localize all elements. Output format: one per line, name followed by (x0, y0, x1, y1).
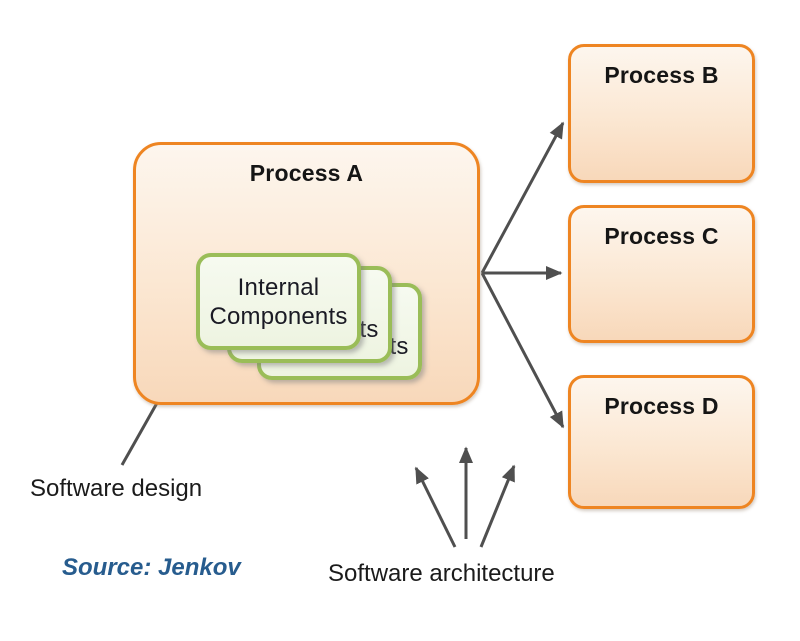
node-process-c: Process C (568, 205, 755, 343)
node-process-d: Process D (568, 375, 755, 509)
source-credit: Source: Jenkov (62, 554, 241, 581)
process-a-label: Process A (249, 160, 364, 186)
arrow-a-to-b (480, 121, 565, 274)
node-process-b: Process B (568, 44, 755, 183)
arrow-a-to-d (480, 272, 565, 429)
internal-component-label: Internal Components (209, 273, 348, 330)
process-b-label: Process B (604, 62, 719, 88)
process-d-label: Process D (604, 393, 719, 419)
arrow-architecture-right (479, 464, 516, 548)
software-architecture-label: Software architecture (328, 560, 555, 587)
software-design-label: Software design (30, 475, 203, 502)
arrow-architecture-left (414, 466, 457, 548)
process-c-label: Process C (604, 223, 719, 249)
node-process-a: Process A Internal Components Internal C… (133, 142, 480, 405)
internal-component-card-front: Internal Components (196, 253, 361, 350)
